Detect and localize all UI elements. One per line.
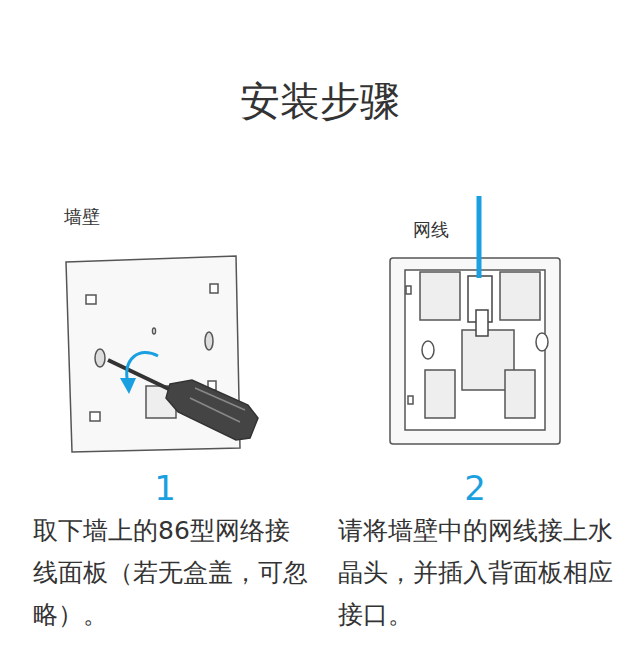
page-title: 安装步骤: [0, 76, 640, 126]
step-text: 取下墙上的86型网络接线面板（若无盒盖，可忽略）。: [33, 510, 309, 636]
arrow-head: [120, 378, 136, 394]
step-text: 请将墙壁中的网线接上水晶头，并插入背面板相应接口。: [338, 510, 614, 636]
part-label: 墙壁: [64, 205, 100, 229]
step-number: 1: [150, 468, 180, 508]
rj45-plug: [468, 276, 492, 336]
screwdriver: [108, 360, 258, 440]
part-label: 网线: [413, 218, 449, 242]
step-number: 2: [460, 468, 490, 508]
back-panel: [390, 258, 560, 444]
network-cable: [477, 196, 482, 278]
